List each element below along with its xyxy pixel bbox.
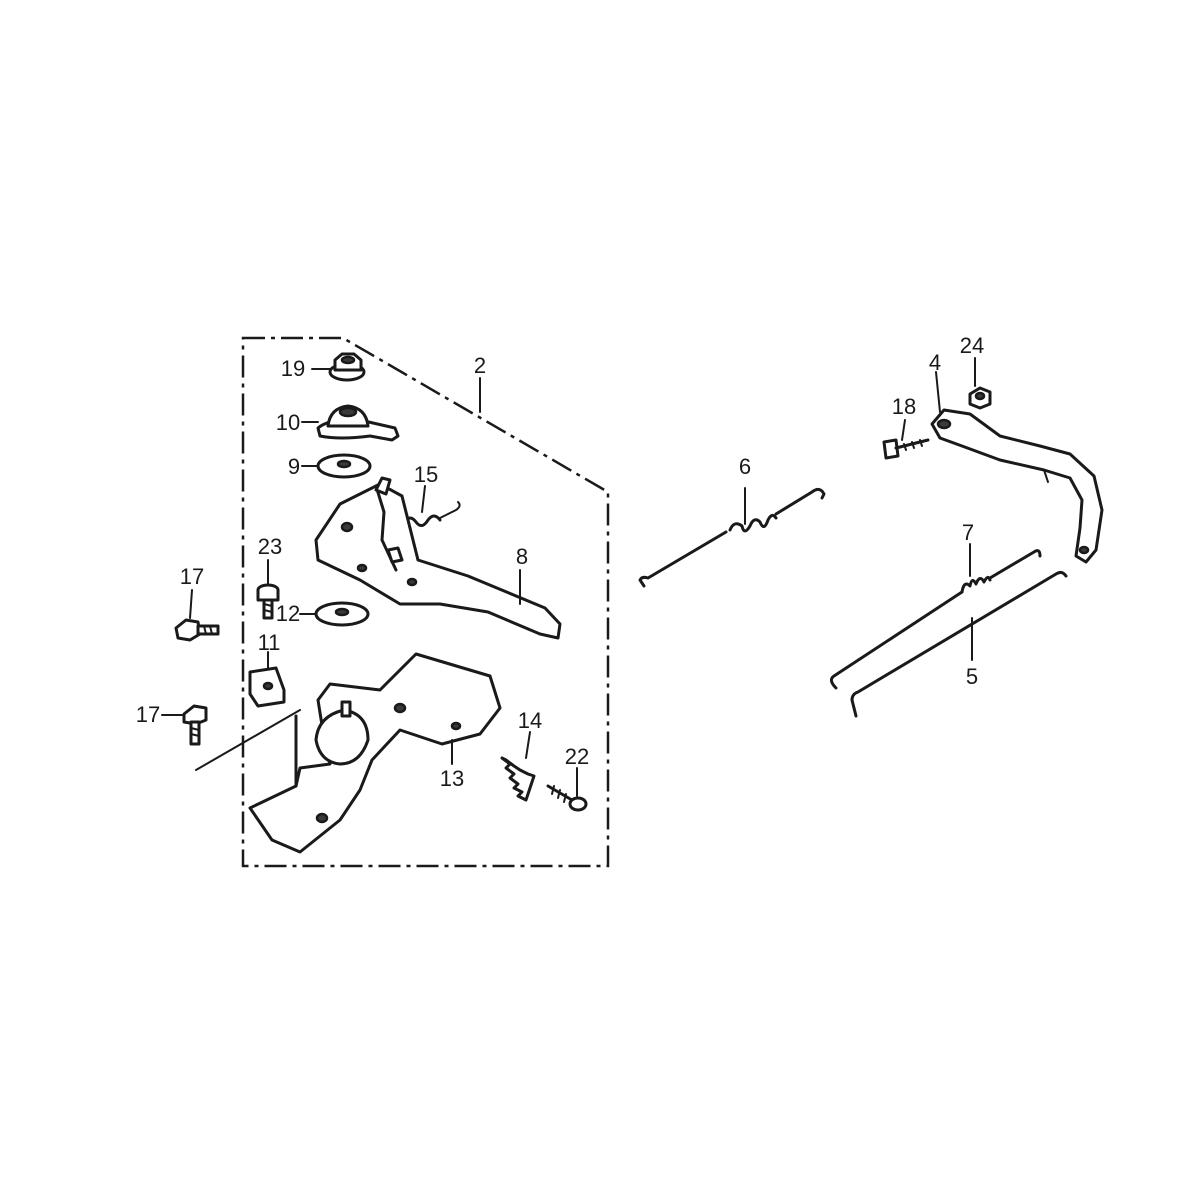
callout-17-lower: 17 [136, 702, 160, 727]
leader-4 [935, 371, 941, 413]
part-17-bolt-upper [174, 618, 220, 642]
leader-18 [901, 419, 906, 441]
part-10-cam-plate [316, 404, 400, 442]
callout-5: 5 [966, 664, 978, 689]
callout-8: 8 [516, 544, 528, 569]
part-5-throttle-rod [850, 570, 1068, 718]
callout-4: 4 [929, 350, 941, 375]
part-13-base-plate [248, 652, 502, 854]
callout-11: 11 [258, 630, 281, 655]
callout-7: 7 [962, 520, 974, 545]
callout-13: 13 [440, 766, 464, 791]
part-11-clip-nut [248, 666, 286, 708]
callout-17-upper: 17 [180, 564, 204, 589]
part-4-governor-arm [930, 408, 1104, 564]
part-7-spring-rod [829, 549, 1042, 690]
callout-10: 10 [276, 410, 300, 435]
part-8-control-lever [314, 476, 562, 640]
callout-24: 24 [960, 333, 984, 358]
part-6-spring-link [638, 487, 826, 588]
part-17-bolt-lower [182, 704, 208, 746]
callout-6: 6 [739, 454, 751, 479]
part-9-washer [316, 453, 372, 479]
callout-15: 15 [414, 462, 438, 487]
part-24-nut [968, 386, 992, 410]
callout-12: 12 [276, 601, 300, 626]
callout-14: 14 [518, 708, 542, 733]
part-14-spring [500, 756, 536, 802]
part-18-bolt [882, 438, 930, 460]
part-23-bolt [256, 583, 280, 620]
callout-18: 18 [892, 394, 916, 419]
callout-22: 22 [565, 744, 589, 769]
callout-19: 19 [281, 356, 305, 381]
callout-23: 23 [258, 534, 282, 559]
part-12-washer [314, 601, 370, 627]
leader-17-lower-to-base [195, 709, 301, 771]
callout-2: 2 [474, 353, 486, 378]
part-22-screw [546, 784, 588, 812]
leader-15 [421, 485, 426, 513]
part-19-flange-nut [328, 352, 366, 382]
callout-9: 9 [288, 454, 300, 479]
leader-17-upper [189, 589, 193, 619]
assembly-2-outline [241, 336, 610, 868]
leader-14 [525, 731, 531, 759]
